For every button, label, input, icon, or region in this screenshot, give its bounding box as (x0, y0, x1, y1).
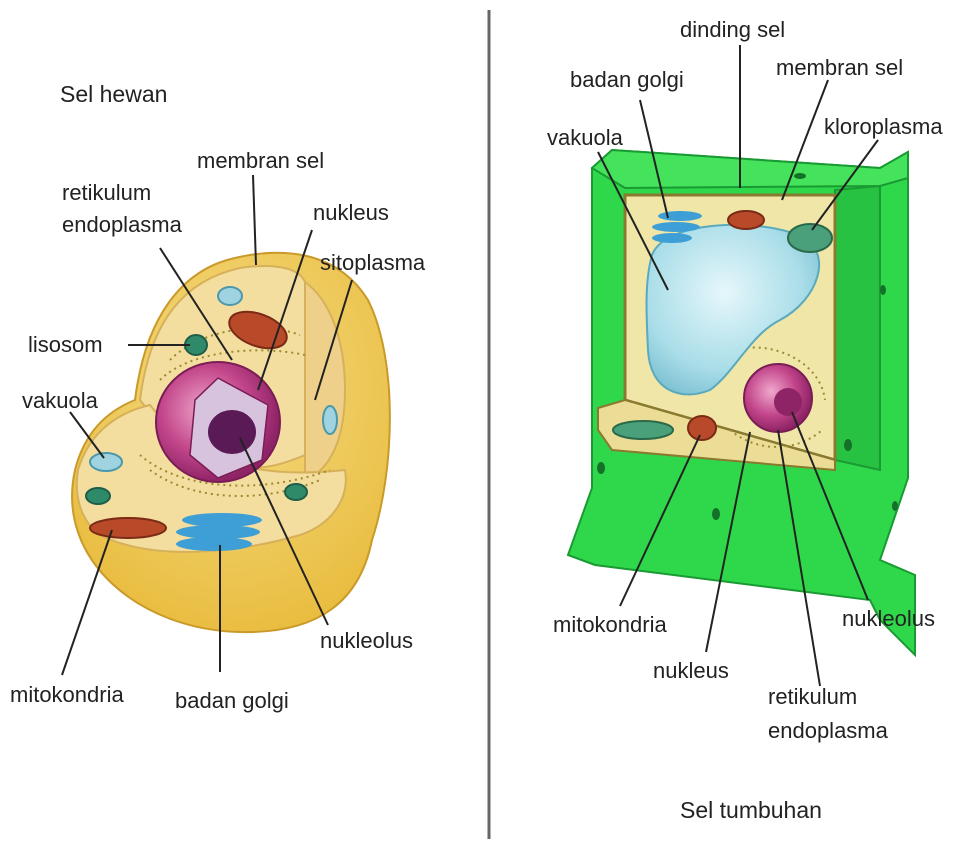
plant-chloroplast-2 (613, 421, 673, 439)
plant-label-kloroplasma: kloroplasma (824, 114, 943, 139)
animal-label-badan-golgi: badan golgi (175, 688, 289, 713)
plant-label-vakuola: vakuola (547, 125, 624, 150)
animal-vacuole-3 (323, 406, 337, 434)
plant-wall-side (835, 186, 880, 470)
plant-label-nukleolus: nukleolus (842, 606, 935, 631)
plant-label-mitokondria: mitokondria (553, 612, 667, 637)
plant-mitochondrion-1 (728, 211, 764, 229)
plant-nucleolus (774, 388, 802, 416)
animal-cell: Sel hewan membran sel retikulum endoplas… (10, 81, 426, 713)
plant-label-badan-golgi: badan golgi (570, 67, 684, 92)
plant-label-retikulum: retikulum (768, 684, 857, 709)
animal-lysosome-2 (86, 488, 110, 504)
animal-label-vakuola: vakuola (22, 388, 99, 413)
plant-label-nukleus: nukleus (653, 658, 729, 683)
animal-cell-title: Sel hewan (60, 81, 167, 107)
plant-cell: dinding sel badan golgi membran sel klor… (547, 17, 943, 823)
plant-label-endoplasma: endoplasma (768, 718, 889, 743)
animal-mitochondrion-2 (90, 518, 166, 538)
animal-vacuole-1 (218, 287, 242, 305)
animal-label-membran-sel: membran sel (197, 148, 324, 173)
plant-mitochondrion-2 (688, 416, 716, 440)
plant-label-membran-sel: membran sel (776, 55, 903, 80)
animal-label-nukleus: nukleus (313, 200, 389, 225)
animal-label-nukleolus: nukleolus (320, 628, 413, 653)
animal-label-mitokondria: mitokondria (10, 682, 124, 707)
animal-label-retikulum: retikulum (62, 180, 151, 205)
plant-wall-top (592, 150, 908, 188)
animal-vacuole-2 (90, 453, 122, 471)
animal-label-sitoplasma: sitoplasma (320, 250, 426, 275)
plant-label-dinding-sel: dinding sel (680, 17, 785, 42)
plant-cell-title: Sel tumbuhan (680, 797, 822, 823)
animal-nucleolus (208, 410, 256, 454)
animal-label-lisosom: lisosom (28, 332, 103, 357)
animal-label-endoplasma: endoplasma (62, 212, 183, 237)
plant-chloroplast-1 (788, 224, 832, 252)
animal-lysosome-3 (285, 484, 307, 500)
